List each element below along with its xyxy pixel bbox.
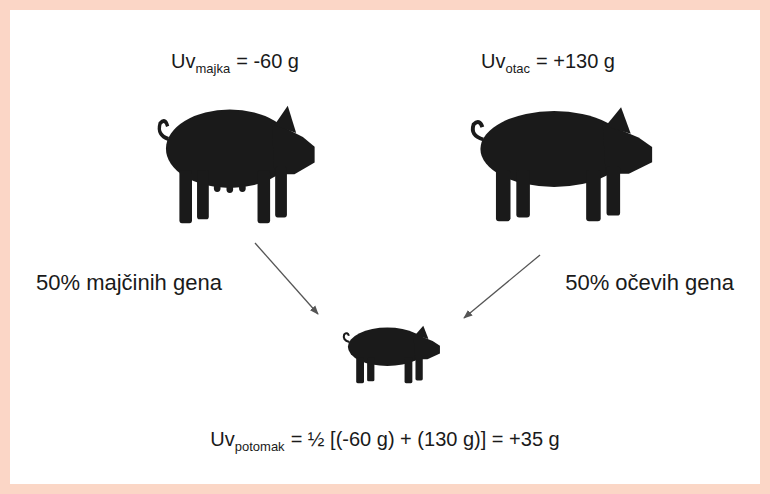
value-label: = +130 g <box>536 50 615 72</box>
father-share: 50% očevih gena <box>565 270 734 296</box>
mother-arrow <box>255 243 318 314</box>
value-label: 50% majčinih gena <box>36 270 222 295</box>
subscript-label: otac <box>505 61 530 76</box>
subscript-label: potomak <box>235 439 285 454</box>
mother-share: 50% majčinih gena <box>36 270 222 296</box>
value-label: Uv <box>481 50 505 72</box>
subscript-label: majka <box>195 61 230 76</box>
mother-value: Uvmajka = -60 g <box>171 50 299 73</box>
white-panel <box>10 10 760 484</box>
offspring-formula: Uvpotomak = ½ [(-60 g) + (130 g)] = +35 g <box>210 428 559 451</box>
value-label: Uv <box>210 428 234 450</box>
sow-silhouette <box>159 106 314 224</box>
piglet-silhouette <box>344 326 440 384</box>
value-label: Uv <box>171 50 195 72</box>
father-arrow <box>464 255 540 318</box>
value-label: = -60 g <box>236 50 299 72</box>
father-value: Uvotac = +130 g <box>481 50 615 73</box>
boar-silhouette <box>473 107 652 221</box>
value-label: = ½ [(-60 g) + (130 g)] = +35 g <box>291 428 560 450</box>
value-label: 50% očevih gena <box>565 270 734 295</box>
